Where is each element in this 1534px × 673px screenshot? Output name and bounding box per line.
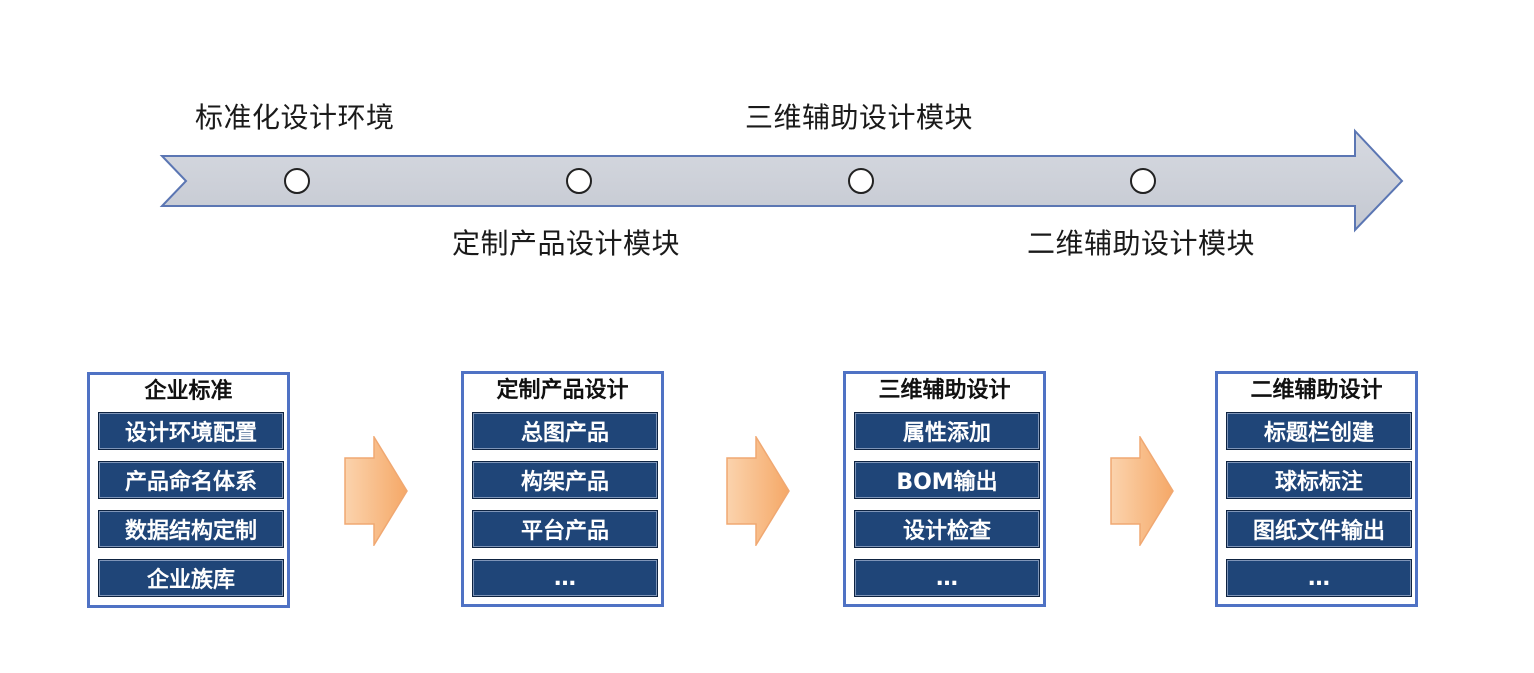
milestone-marker-1 <box>284 168 310 194</box>
panel-item: 球标标注 <box>1226 461 1412 499</box>
panel-enterprise-standard: 企业标准 设计环境配置 产品命名体系 数据结构定制 企业族库 <box>87 372 290 608</box>
milestone-marker-4 <box>1130 168 1156 194</box>
right-block-arrow-icon <box>726 436 790 546</box>
timeline-arrow <box>159 128 1404 233</box>
timeline-label-4: 二维辅助设计模块 <box>1027 227 1256 260</box>
panel-item: 设计环境配置 <box>98 412 284 450</box>
panel-title: 企业标准 <box>144 379 233 404</box>
timeline-arrow-body <box>159 128 1404 233</box>
panel-item: BOM输出 <box>854 461 1040 499</box>
panel-item: 平台产品 <box>472 510 658 548</box>
panel-title: 三维辅助设计 <box>878 378 1011 403</box>
panel-item: 数据结构定制 <box>98 510 284 548</box>
panel-custom-product-design: 定制产品设计 总图产品 构架产品 平台产品 … <box>461 371 664 607</box>
timeline-label-2: 定制产品设计模块 <box>452 227 681 260</box>
panel-item: 构架产品 <box>472 461 658 499</box>
timeline-label-1: 标准化设计环境 <box>195 101 395 134</box>
milestone-marker-2 <box>566 168 592 194</box>
timeline-label-3: 三维辅助设计模块 <box>745 101 974 134</box>
panel-title: 二维辅助设计 <box>1250 378 1383 403</box>
right-block-arrow-icon <box>344 436 408 546</box>
panel-item: … <box>472 559 658 597</box>
panel-item: 属性添加 <box>854 412 1040 450</box>
panel-3d-assisted-design: 三维辅助设计 属性添加 BOM输出 设计检查 … <box>843 371 1046 607</box>
panel-item: … <box>1226 559 1412 597</box>
right-block-arrow-icon <box>1110 436 1174 546</box>
panel-item: 总图产品 <box>472 412 658 450</box>
milestone-marker-3 <box>848 168 874 194</box>
panel-item: 标题栏创建 <box>1226 412 1412 450</box>
panel-item: … <box>854 559 1040 597</box>
panel-2d-assisted-design: 二维辅助设计 标题栏创建 球标标注 图纸文件输出 … <box>1215 371 1418 607</box>
panel-item: 产品命名体系 <box>98 461 284 499</box>
panel-item: 企业族库 <box>98 559 284 597</box>
panel-item: 设计检查 <box>854 510 1040 548</box>
panel-item: 图纸文件输出 <box>1226 510 1412 548</box>
panel-title: 定制产品设计 <box>496 378 629 403</box>
